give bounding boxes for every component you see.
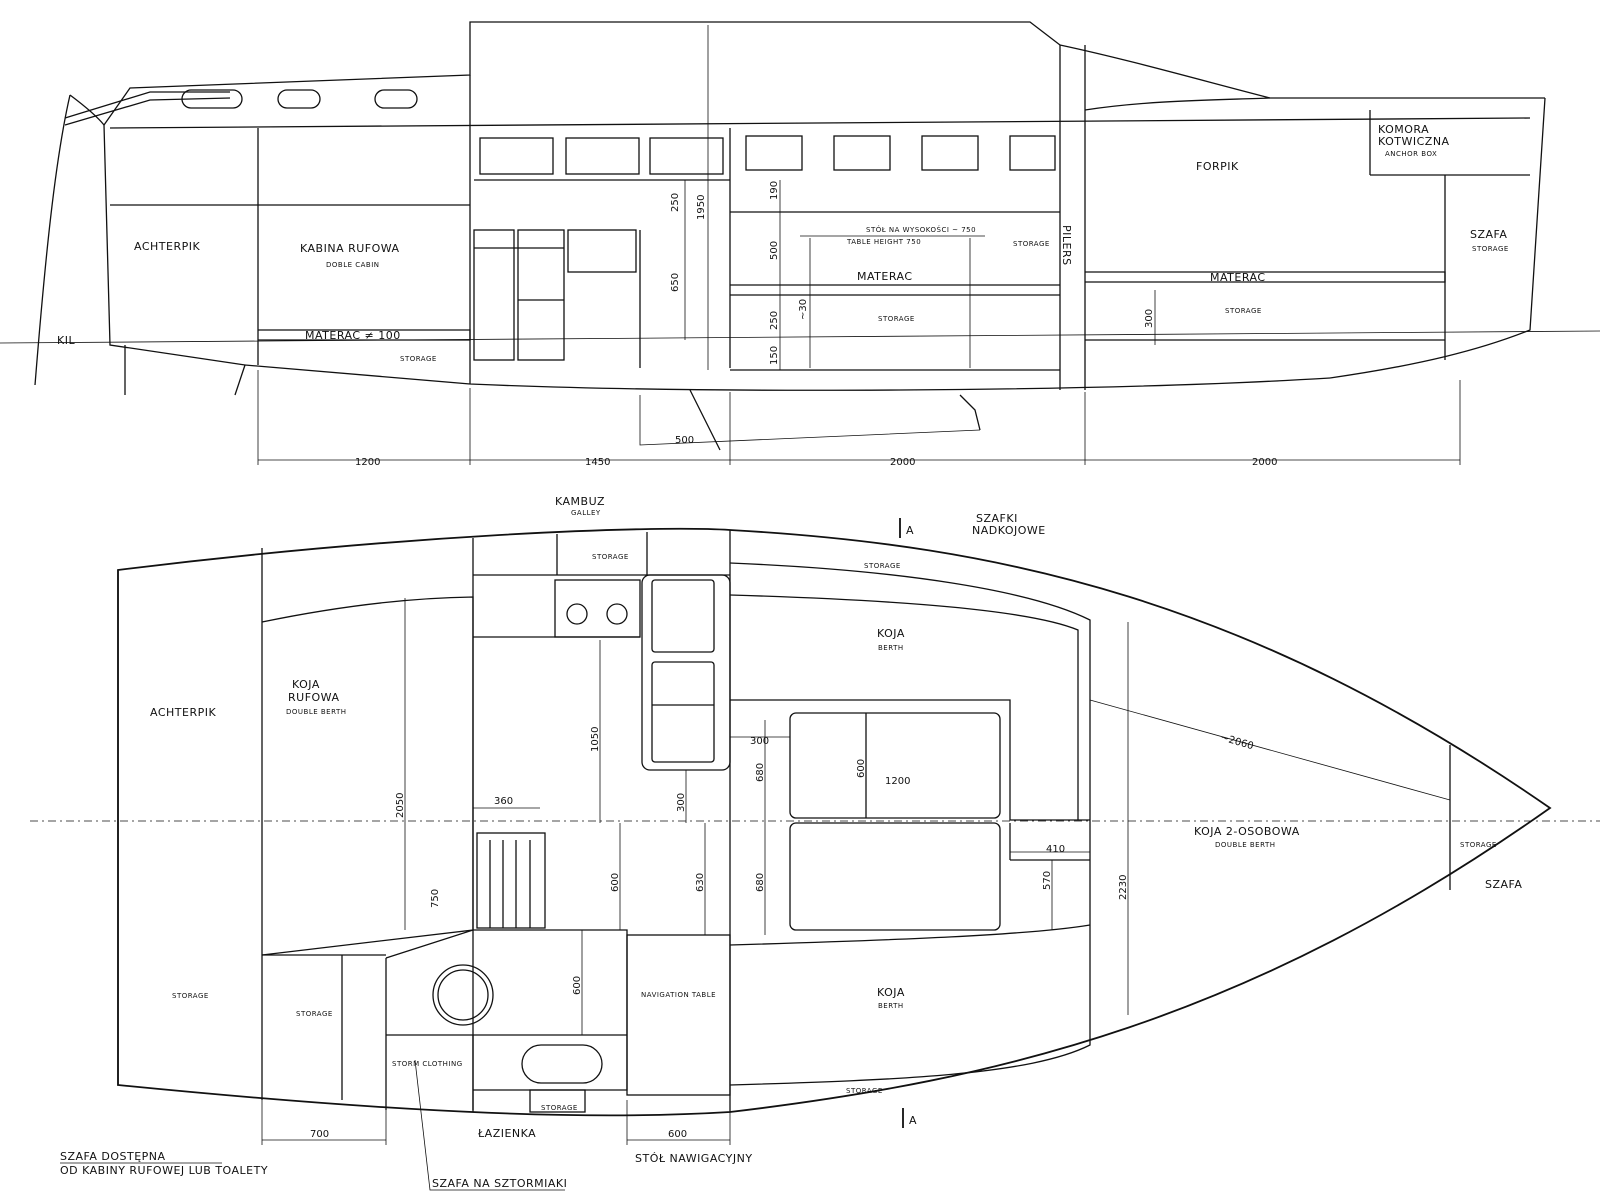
label-berth-top: BERTH: [878, 644, 904, 652]
profile-labels: ACHTERPIK KABINA RUFOWA DOBLE CABIN MATE…: [57, 123, 1509, 363]
label-komora: KOMORA: [1378, 123, 1429, 136]
label-stol-nawigacyjny: STÓŁ NAWIGACYJNY: [635, 1152, 753, 1165]
label-pillers: PILERS: [1060, 225, 1073, 266]
dim-250b: 250: [769, 311, 780, 330]
label-storage-head: STORAGE: [541, 1104, 578, 1112]
dim-1200: 1200: [885, 776, 910, 787]
dim-600d: 600: [668, 1129, 687, 1140]
label-stol: STÓŁ NA WYSOKOŚCI ~ 750: [866, 225, 976, 234]
label-kil: KIL: [57, 334, 75, 347]
dim-2050: 2050: [395, 793, 406, 818]
label-materac-fwd: MATERAC: [1210, 271, 1266, 284]
dim-150: 150: [769, 346, 780, 365]
label-koja-2: KOJA 2-OSOBOWA: [1194, 825, 1300, 838]
dim-630: 630: [695, 873, 706, 892]
label-storage-under: STORAGE: [878, 315, 915, 323]
label-kotwiczna: KOTWICZNA: [1378, 135, 1450, 148]
label-storage-table: STORAGE: [1013, 240, 1050, 248]
label-storage-bow: STORAGE: [1460, 841, 1497, 849]
label-szafa-dostepna: SZAFA DOSTĘPNA: [60, 1150, 166, 1163]
dim-bottom-4: 2000: [1252, 457, 1277, 468]
label-berth-bottom: BERTH: [878, 1002, 904, 1010]
label-table-height: TABLE HEIGHT 750: [846, 238, 921, 246]
label-storage-galley: STORAGE: [592, 553, 629, 561]
dim-300: 300: [676, 793, 687, 812]
label-lazienka: ŁAZIENKA: [477, 1127, 536, 1140]
dim-300-profile: 300: [1144, 309, 1155, 328]
dim-650: 650: [670, 273, 681, 292]
label-szafa-profile: SZAFA: [1470, 228, 1507, 241]
label-od-kabiny: OD KABINY RUFOWEJ LUB TOALETY: [60, 1164, 268, 1177]
dim-570: 570: [1042, 871, 1053, 890]
label-anchor-box: ANCHOR BOX: [1385, 150, 1437, 158]
label-storage-szafa: STORAGE: [1472, 245, 1509, 253]
label-achterpik-plan: ACHTERPIK: [150, 706, 216, 719]
label-storage-bottom: STORAGE: [846, 1087, 883, 1095]
label-storage-fwd: STORAGE: [1225, 307, 1262, 315]
dim-600c: 600: [572, 976, 583, 995]
plan-view: [30, 518, 1600, 1191]
label-nadkojowe: NADKOJOWE: [972, 524, 1046, 537]
label-achterpik-profile: ACHTERPIK: [134, 240, 200, 253]
label-section-a-bottom: A: [909, 1114, 917, 1127]
label-koja-bottom: KOJA: [877, 986, 905, 999]
dim-2060: ~2060: [1219, 732, 1255, 752]
dim-300b: 300: [750, 736, 769, 747]
dim-bottom-2: 1450: [585, 457, 610, 468]
label-storm-clothing: STORM CLOTHING: [392, 1060, 463, 1068]
label-szafa-bow: SZAFA: [1485, 878, 1522, 891]
label-koja-rufowa-2: RUFOWA: [288, 691, 339, 704]
label-kambuz: KAMBUZ: [555, 495, 605, 508]
dim-600b: 600: [610, 873, 621, 892]
dim-500-keel: 500: [675, 435, 694, 446]
label-double-berth-fwd: DOUBLE BERTH: [1215, 841, 1276, 849]
label-koja-top: KOJA: [877, 627, 905, 640]
label-storage-aft2: STORAGE: [296, 1010, 333, 1018]
dim-30: ~30: [798, 299, 809, 320]
dim-1050: 1050: [590, 727, 601, 752]
dim-1950: 1950: [696, 195, 707, 220]
label-galley: GALLEY: [571, 509, 601, 517]
plan-labels: KAMBUZ GALLEY STORAGE A SZAFKI NADKOJOWE…: [60, 495, 1522, 1190]
dim-750: 750: [430, 889, 441, 908]
label-section-a-top: A: [906, 524, 914, 537]
dim-600: 600: [856, 759, 867, 778]
dim-250a: 250: [670, 193, 681, 212]
label-navigation-table: NAVIGATION TABLE: [641, 991, 716, 999]
label-storage-aft-profile: STORAGE: [400, 355, 437, 363]
label-koja-rufowa-1: KOJA: [292, 678, 320, 691]
dim-700: 700: [310, 1129, 329, 1140]
dim-410: 410: [1046, 844, 1065, 855]
plan-dimensions: 1050 2050 360 300 300 680 600 1200 ~2060…: [310, 727, 1255, 1140]
dim-680a: 680: [755, 763, 766, 782]
dim-bottom-1: 1200: [355, 457, 380, 468]
label-doble-cabin: DOBLE CABIN: [326, 261, 380, 269]
dim-360: 360: [494, 796, 513, 807]
dim-2230: 2230: [1118, 875, 1129, 900]
label-materac-100: MATERAC ≠ 100: [305, 329, 401, 342]
label-szafki: SZAFKI: [976, 512, 1018, 525]
dim-500: 500: [769, 241, 780, 260]
dim-190: 190: [769, 181, 780, 200]
label-forpik: FORPIK: [1196, 160, 1239, 173]
label-kabina-rufowa: KABINA RUFOWA: [300, 242, 400, 255]
dim-680b: 680: [755, 873, 766, 892]
profile-dimensions: 250 1950 650 190 500 250 ~30 150 300 500…: [355, 181, 1277, 468]
label-storage-top: STORAGE: [864, 562, 901, 570]
profile-view: [0, 21, 1600, 465]
label-szafa-na-sztormiaki: SZAFA NA SZTORMIAKI: [432, 1177, 567, 1190]
label-storage-aft1: STORAGE: [172, 992, 209, 1000]
dim-bottom-3: 2000: [890, 457, 915, 468]
label-materac-mid: MATERAC: [857, 270, 913, 283]
label-double-berth-aft: DOUBLE BERTH: [286, 708, 347, 716]
